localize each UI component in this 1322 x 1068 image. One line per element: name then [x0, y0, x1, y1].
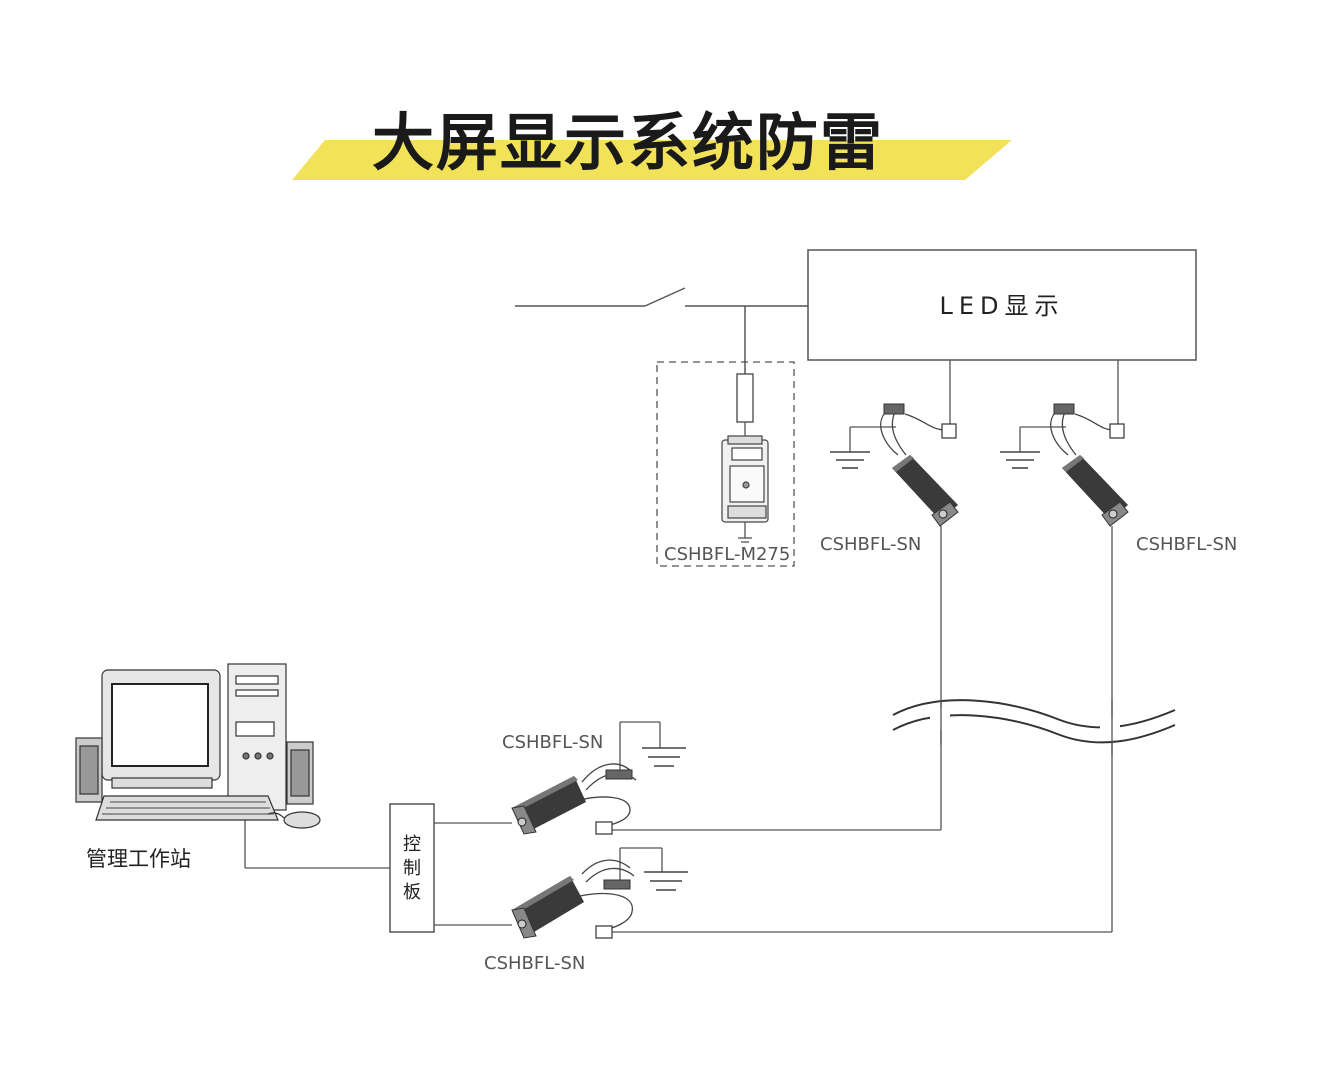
control-board-label: 控 制 板 — [403, 834, 421, 903]
signal-spd-bottom-upper-icon — [511, 721, 686, 835]
workstation-label: 管理工作站 — [86, 847, 191, 871]
workstation-line — [244, 815, 390, 869]
signal-spd-top-right-label: CSHBFL-SN — [1136, 534, 1238, 555]
control-board-box — [389, 803, 435, 933]
led-display-label: LED显示 — [939, 292, 1065, 320]
computer-icon — [75, 663, 321, 829]
power-spd-enclosure — [656, 361, 795, 567]
signal-spd-bottom-lower-icon — [511, 847, 688, 939]
title-banner — [292, 140, 1012, 180]
signal-spd-bottom-lower-label: CSHBFL-SN — [484, 953, 586, 974]
fuse-icon — [736, 373, 754, 423]
led-signal-lines — [949, 360, 1119, 430]
power-switch — [515, 287, 808, 374]
page-title: 大屏显示系统防雷 — [372, 106, 885, 179]
led-display-box — [807, 249, 1197, 361]
din-rail-spd-icon — [721, 435, 769, 543]
signal-spd-top-right-icon — [1000, 403, 1129, 527]
bottom-signal-lines — [434, 822, 1112, 933]
power-spd-model-label: CSHBFL-M275 — [664, 544, 791, 565]
signal-spd-bottom-upper-label: CSHBFL-SN — [502, 732, 604, 753]
signal-spd-top-left-label: CSHBFL-SN — [820, 534, 922, 555]
signal-spd-top-left-icon — [830, 403, 959, 527]
